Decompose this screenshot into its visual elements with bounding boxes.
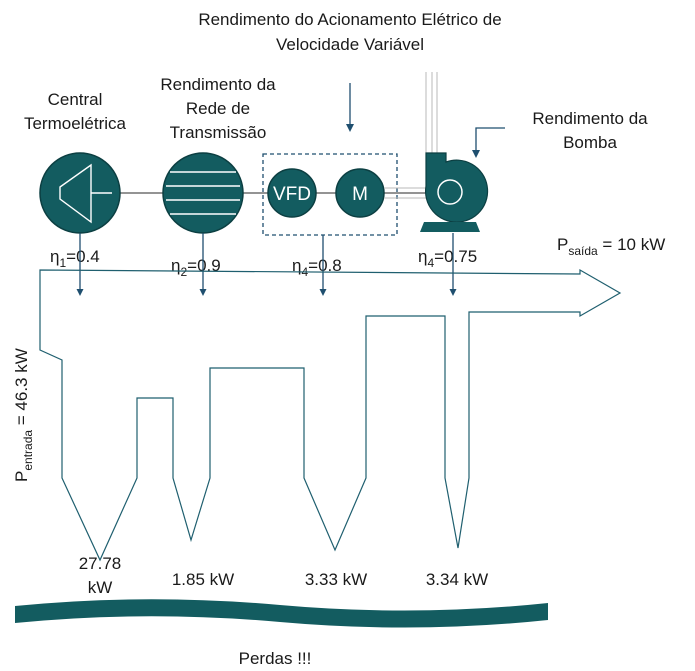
svg-text:VFD: VFD [273,184,311,205]
rede-label-line-2: Rede de [186,99,250,118]
title-arrowhead [346,124,354,132]
eta-2-label: η2=0.9 [171,256,221,279]
drive-group-box [262,153,398,236]
central-label-line-1: Central [48,90,103,109]
loss-1-line-1: 27.78 [79,554,122,573]
pipe [384,72,438,199]
efficiency-arrows [76,233,457,296]
energy-flow-path [39,268,622,562]
eta-4-label: η4=0.75 [418,247,477,270]
central-label-line-2: Termoelétrica [24,114,127,133]
turbine-icon [39,152,121,234]
input-power-label: Pentrada = 46.3 kW [12,348,35,482]
bomba-arrow [475,127,505,150]
rede-label-line-1: Rendimento da [160,75,276,94]
losses-label: Perdas !!! [239,649,312,668]
loss-1-line-2: kW [88,578,113,597]
vfd-icon: VFD [267,168,317,218]
motor-icon: M [335,168,385,218]
svg-text:M: M [352,184,368,205]
eta-3-label: η4=0.8 [292,256,342,279]
bomba-arrowhead [472,150,480,158]
title-line-1: Rendimento do Acionamento Elétrico de [198,10,501,29]
eta-1-label: η1=0.4 [50,247,100,270]
output-power-label: Psaída = 10 kW [557,235,665,258]
pump-icon [420,152,489,232]
title-line-2: Velocidade Variável [276,35,424,54]
losses-banner [15,599,548,628]
loss-3-label: 3.33 kW [305,570,367,589]
transmission-lines-icon [162,152,244,234]
rede-label-line-3: Transmissão [170,123,267,142]
loss-4-label: 3.34 kW [426,570,488,589]
bomba-label-line-1: Rendimento da [532,109,648,128]
bomba-label-line-2: Bomba [563,133,617,152]
loss-2-label: 1.85 kW [172,570,234,589]
